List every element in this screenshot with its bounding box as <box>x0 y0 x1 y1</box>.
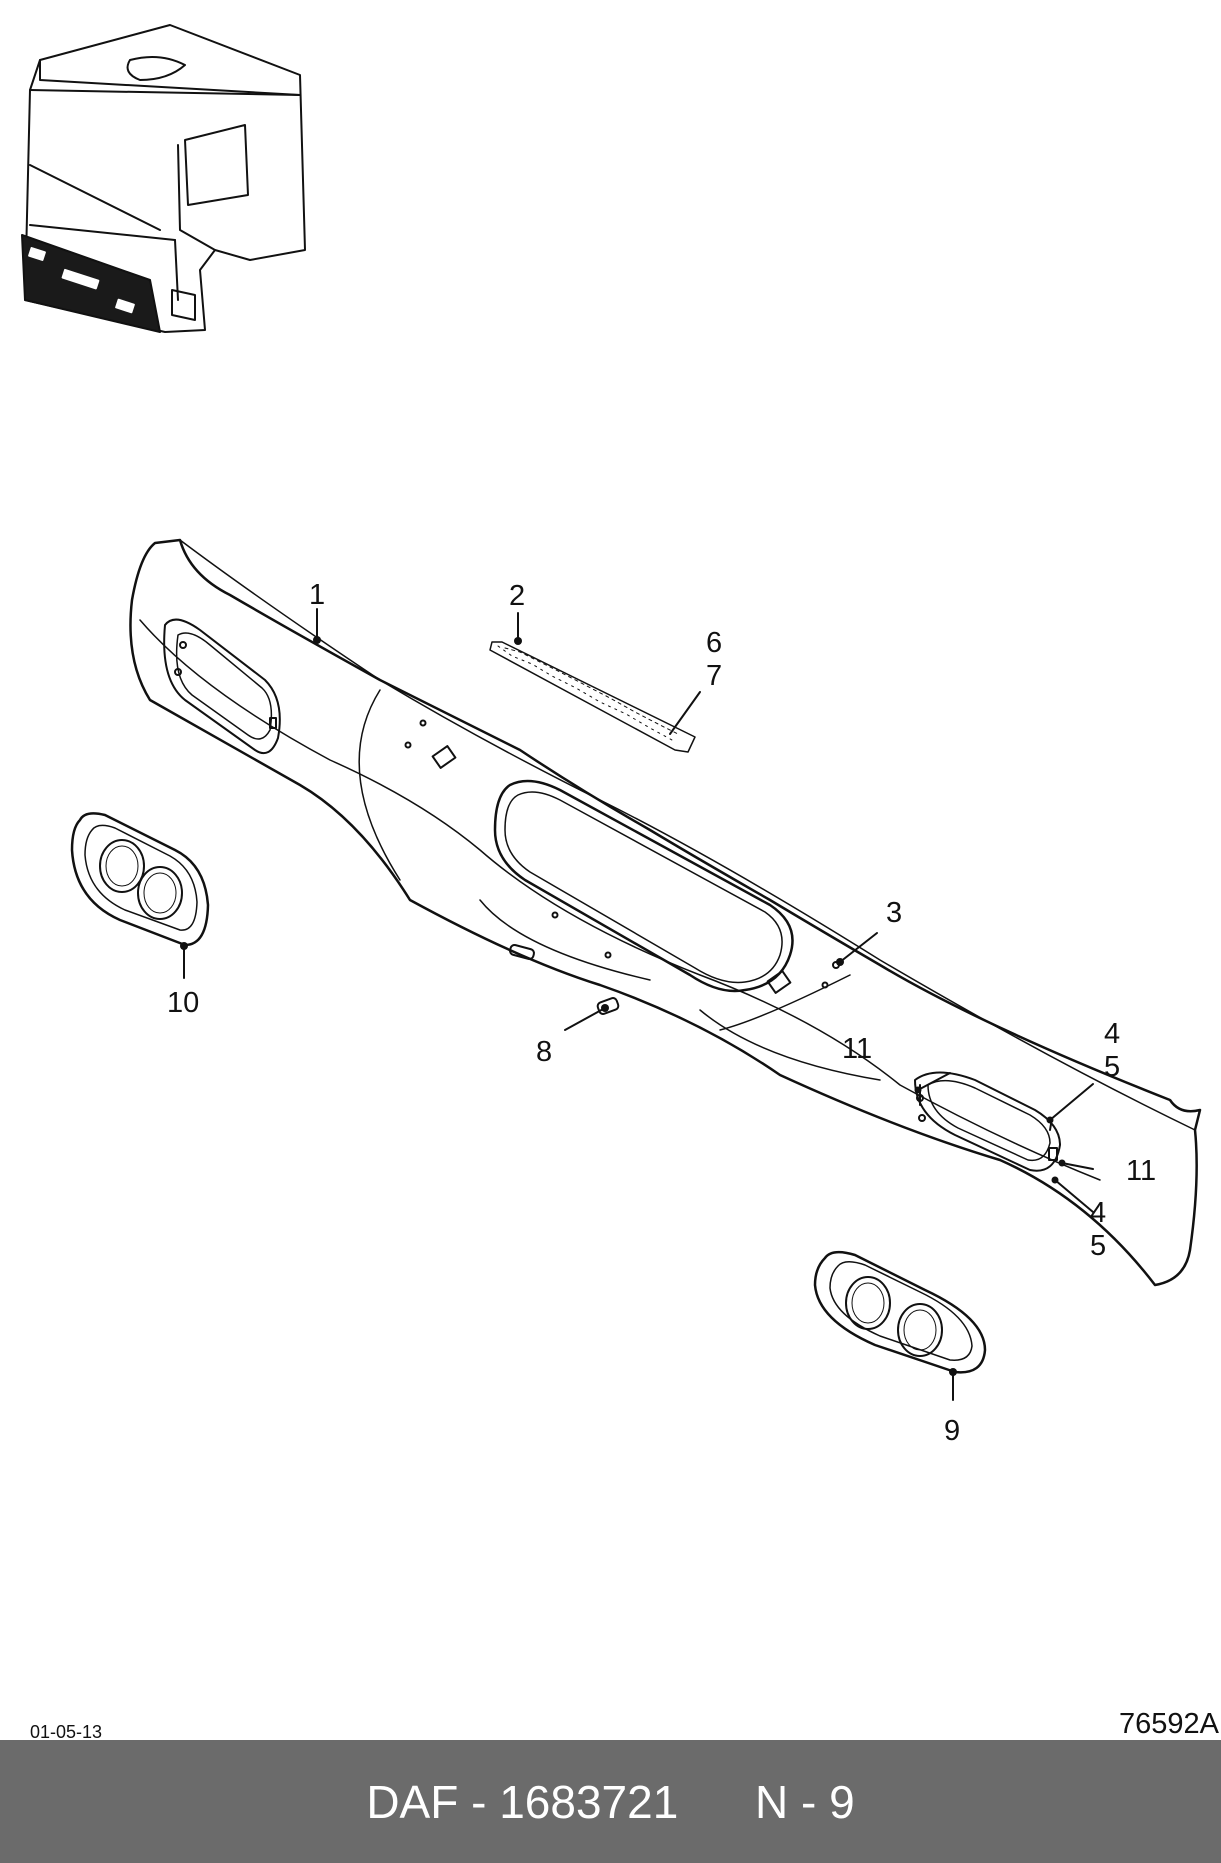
footer-bar: DAF - 1683721 N - 9 <box>0 1740 1221 1863</box>
callout-5-bottom: 5 <box>1090 1230 1106 1262</box>
callout-11-left: 11 <box>842 1033 872 1065</box>
footer-spacer <box>678 1775 755 1829</box>
callout-8: 8 <box>536 1036 552 1068</box>
callout-7: 7 <box>706 660 722 692</box>
part-9-lamp-bezel <box>813 1250 987 1374</box>
callout-1: 1 <box>309 579 325 611</box>
part-10-lamp-bezel <box>70 812 210 947</box>
callout-9: 9 <box>944 1415 960 1447</box>
callout-2: 2 <box>509 580 525 612</box>
part-2-strip <box>489 641 696 753</box>
callout-11-right: 11 <box>1126 1155 1156 1187</box>
callout-3: 3 <box>886 897 902 929</box>
callout-4-top: 4 <box>1104 1018 1120 1050</box>
callout-5-top: 5 <box>1104 1051 1120 1083</box>
callout-6: 6 <box>706 627 722 659</box>
parts-diagram: 1 2 6 7 3 10 8 11 4 5 11 4 5 9 <box>21 24 1202 1447</box>
callout-4-bottom: 4 <box>1090 1197 1106 1229</box>
footer-part-number: DAF - 1683721 <box>366 1775 679 1828</box>
drawing-date: 01-05-13 <box>30 1722 103 1742</box>
bumper-main <box>129 538 1202 1287</box>
footer-page-ref: N - 9 <box>754 1775 855 1828</box>
cab-overview-illustration <box>21 24 306 333</box>
callout-labels: 1 2 6 7 3 10 8 11 4 5 11 4 5 9 <box>167 579 1156 1447</box>
callout-10: 10 <box>167 987 199 1019</box>
drawing-reference-number: 76592A <box>1119 1708 1219 1740</box>
